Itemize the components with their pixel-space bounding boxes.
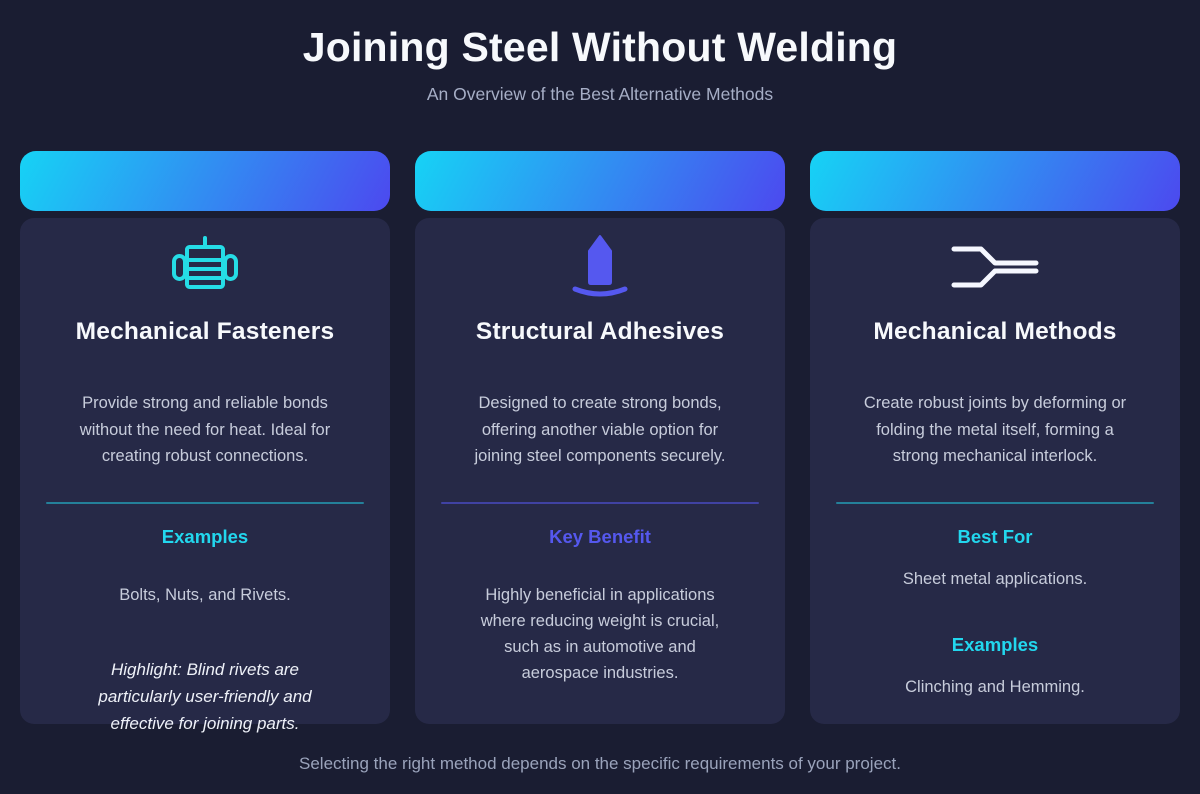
page-subtitle: An Overview of the Best Alternative Meth…	[426, 84, 774, 104]
section-label: Examples	[951, 633, 1039, 655]
divider	[441, 501, 759, 504]
card-header-gradient-bar	[20, 151, 390, 211]
card-description: Provide strong and reliable bonds withou…	[79, 394, 331, 465]
card-mechanical-fasteners: Mechanical Fasteners Provide strong and …	[20, 151, 390, 733]
card-structural-adhesives: Structural Adhesives Designed to create …	[415, 151, 785, 724]
card-body: Structural Adhesives Designed to create …	[415, 218, 785, 724]
icon-wrap	[441, 234, 759, 300]
card-header-gradient-bar	[415, 151, 785, 211]
card-title: Mechanical Fasteners	[75, 318, 335, 345]
card-description: Create robust joints by deforming or fol…	[863, 394, 1127, 465]
highlight-note: Highlight: Blind rivets are particularly…	[98, 659, 312, 733]
page-title: Joining Steel Without Welding	[302, 24, 898, 70]
card-description: Designed to create strong bonds, offerin…	[474, 394, 726, 465]
divider	[836, 501, 1154, 504]
section-value: Clinching and Hemming.	[905, 677, 1085, 696]
card-title: Structural Adhesives	[475, 318, 725, 345]
section-value: Sheet metal applications.	[902, 569, 1088, 588]
card-header-gradient-bar	[810, 151, 1180, 211]
section-label: Examples	[161, 525, 249, 547]
card-title: Mechanical Methods	[873, 318, 1117, 345]
card-body: Mechanical Fasteners Provide strong and …	[20, 218, 390, 733]
page-header: Joining Steel Without Welding An Overvie…	[0, 0, 1200, 105]
card-mechanical-methods: Mechanical Methods Create robust joints …	[810, 151, 1180, 724]
divider	[46, 501, 364, 504]
card-body: Mechanical Methods Create robust joints …	[810, 218, 1180, 724]
icon-wrap	[46, 234, 364, 300]
section-label: Best For	[957, 525, 1033, 547]
cards-row: Mechanical Fasteners Provide strong and …	[0, 151, 1200, 733]
icon-wrap	[836, 234, 1154, 300]
fastener-icon	[172, 236, 238, 289]
clinch-icon	[951, 246, 1039, 288]
section-value: Highly beneficial in applications where …	[480, 585, 720, 682]
footer-note: Selecting the right method depends on th…	[299, 754, 901, 773]
section-value: Bolts, Nuts, and Rivets.	[119, 585, 291, 604]
section-label: Key Benefit	[549, 525, 651, 547]
adhesive-icon	[572, 235, 628, 297]
